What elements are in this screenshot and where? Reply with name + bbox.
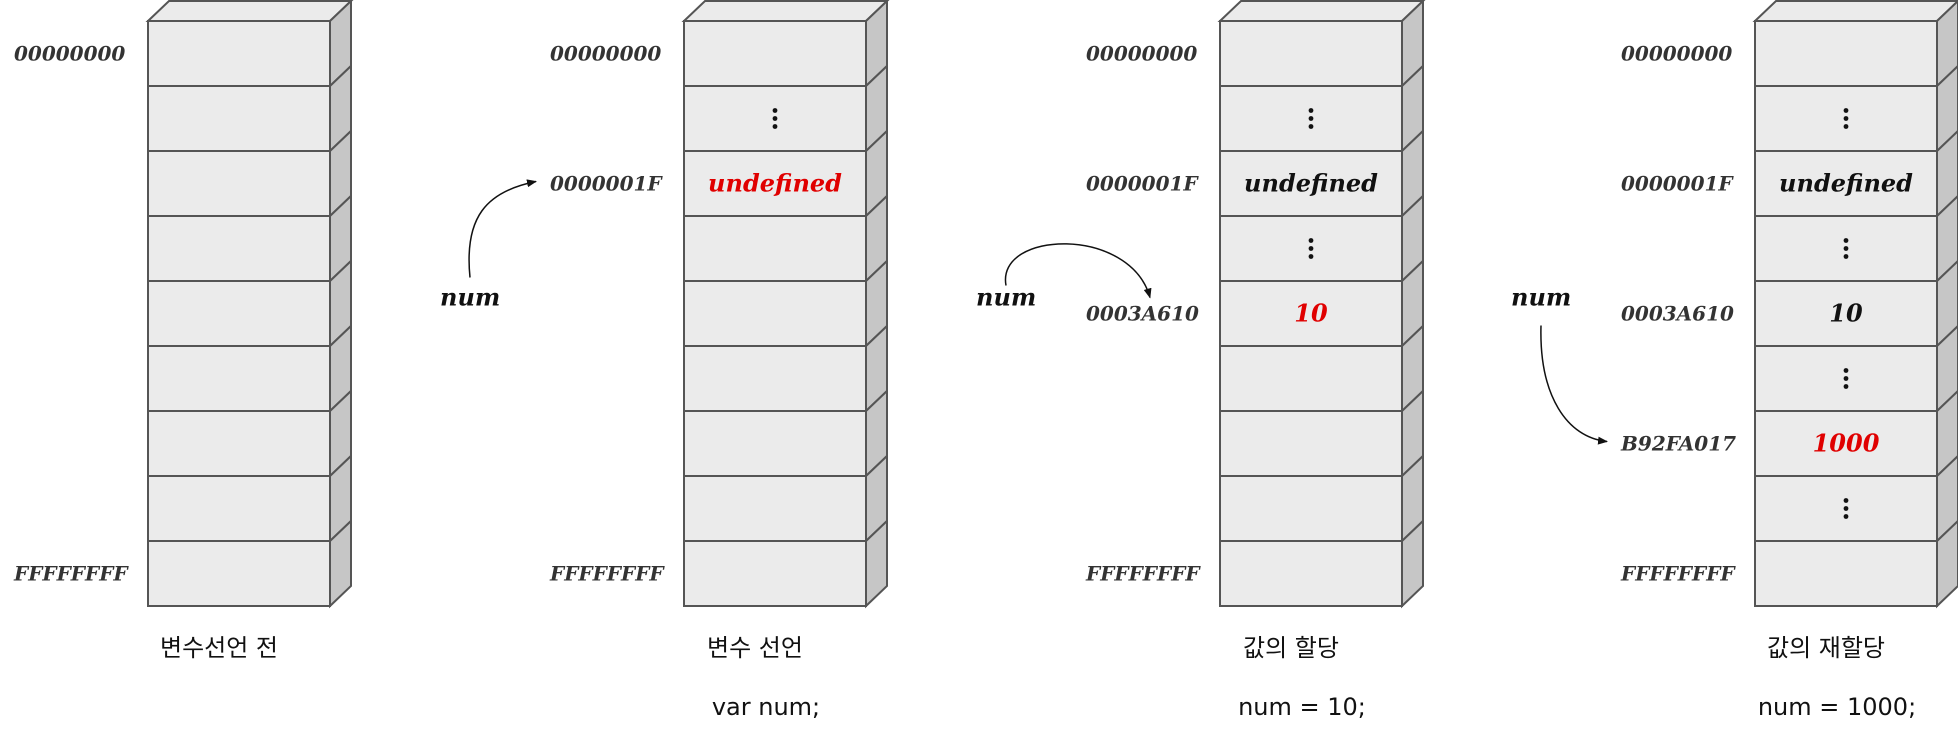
memory-address-label: B92FA017	[1620, 432, 1736, 456]
memory-cell	[147, 345, 331, 412]
panel-caption: 값의 재할당	[1767, 634, 1885, 662]
memory-cell	[1219, 150, 1403, 217]
memory-address-label: FFFFFFFF	[549, 562, 665, 586]
ellipsis-icon	[1308, 238, 1314, 259]
pointer-arrow-icon	[1540, 325, 1608, 445]
stack-top-face	[1217, 0, 1426, 22]
memory-cell	[147, 540, 331, 607]
memory-cell	[683, 540, 867, 607]
pointer-arrow-icon	[468, 179, 537, 278]
memory-address-label: 0003A610	[1086, 302, 1199, 326]
memory-cell-value: undefined	[1779, 169, 1913, 198]
ellipsis-icon	[1843, 108, 1849, 129]
ellipsis-icon	[1843, 368, 1849, 389]
stack-top-face	[145, 0, 354, 22]
memory-cell	[683, 475, 867, 542]
variable-name-label: num	[976, 283, 1036, 312]
memory-address-label: FFFFFFFF	[1620, 562, 1736, 586]
memory-cell	[683, 345, 867, 412]
memory-cell-value: undefined	[708, 169, 842, 198]
memory-cell	[1754, 410, 1938, 477]
memory-cell	[683, 150, 867, 217]
memory-address-label: 0000001F	[550, 172, 663, 196]
memory-cell	[683, 410, 867, 477]
variable-name-label: num	[440, 283, 500, 312]
memory-cell	[1219, 540, 1403, 607]
memory-panel-2: undefined 00000000 0000001F FFFFFFFF 변수 선언 va…	[440, 0, 890, 721]
memory-cell	[147, 215, 331, 282]
memory-address-label: 00000000	[1086, 42, 1197, 66]
panel-caption: 변수 선언	[707, 634, 803, 662]
memory-cell	[683, 280, 867, 347]
memory-address-label: 00000000	[550, 42, 661, 66]
memory-cell	[1754, 20, 1938, 87]
stack-top-face	[681, 0, 890, 22]
variable-name-label: num	[1511, 283, 1571, 312]
memory-cell	[1219, 410, 1403, 477]
stack-top-face	[1752, 0, 1958, 22]
memory-cell-value: undefined	[1244, 169, 1378, 198]
memory-cell	[683, 20, 867, 87]
panel-caption: 값의 할당	[1243, 634, 1339, 662]
memory-cell	[1754, 280, 1938, 347]
memory-address-label: 0000001F	[1621, 172, 1734, 196]
memory-cell	[1219, 345, 1403, 412]
memory-cell-value: 10	[1829, 299, 1863, 328]
memory-address-label: 0003A610	[1621, 302, 1734, 326]
memory-address-label: 00000000	[14, 42, 125, 66]
memory-cell-value: 10	[1294, 299, 1328, 328]
ellipsis-icon	[1843, 238, 1849, 259]
memory-panel-4: undefined 10 1000 00000000 0000001F 0003A610B…	[1511, 0, 1958, 721]
memory-cell	[147, 280, 331, 347]
panel-code: var num;	[712, 693, 820, 721]
memory-cell	[1219, 475, 1403, 542]
memory-cell	[147, 20, 331, 87]
memory-cell	[1754, 540, 1938, 607]
memory-address-label: FFFFFFFF	[1085, 562, 1201, 586]
memory-address-label: FFFFFFFF	[13, 562, 129, 586]
memory-cell	[147, 150, 331, 217]
ellipsis-icon	[772, 108, 778, 129]
memory-cell	[147, 410, 331, 477]
ellipsis-icon	[1308, 108, 1314, 129]
memory-address-label: 00000000	[1621, 42, 1732, 66]
panel-caption: 변수선언 전	[160, 634, 278, 662]
pointer-arrow-icon	[1004, 243, 1152, 299]
memory-cell	[147, 475, 331, 542]
memory-cell	[147, 85, 331, 152]
memory-cell	[1219, 280, 1403, 347]
panel-code: num = 1000;	[1758, 693, 1916, 721]
memory-cell	[683, 215, 867, 282]
ellipsis-icon	[1843, 498, 1849, 519]
panel-code: num = 10;	[1238, 693, 1366, 721]
memory-address-label: 0000001F	[1086, 172, 1199, 196]
memory-cell-value: 1000	[1813, 429, 1880, 458]
memory-cell	[1754, 150, 1938, 217]
memory-panel-3: undefined 10 00000000 0000001F 0003A610FFFFF…	[976, 0, 1426, 721]
memory-cell	[1219, 20, 1403, 87]
